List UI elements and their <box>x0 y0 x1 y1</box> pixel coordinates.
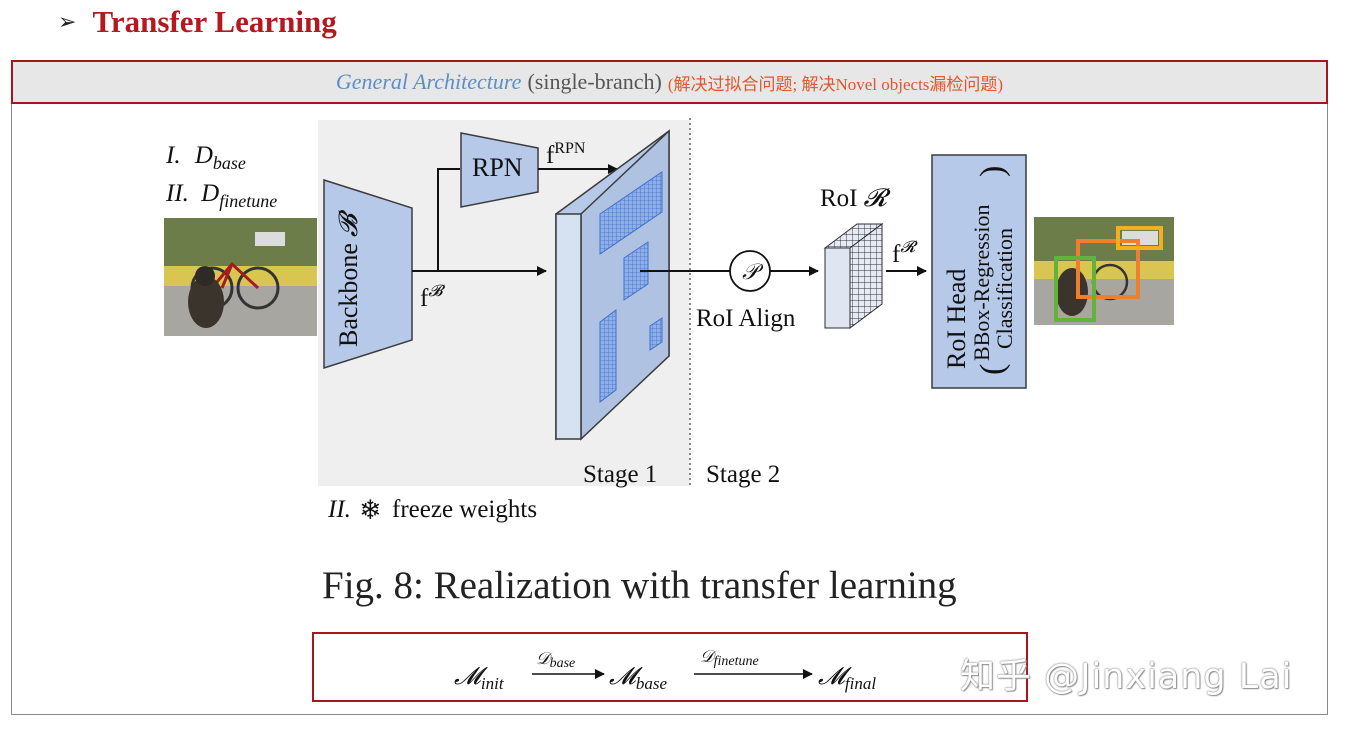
fRPN-label: fRPN <box>546 140 586 169</box>
content-panel <box>11 60 1328 715</box>
roi-feature-cube <box>823 223 884 329</box>
snowflake-icon: ❄ <box>359 495 382 526</box>
fR-label: f𝓡 <box>892 239 918 268</box>
photo-dog-bicycle-icon <box>164 218 317 336</box>
dataset-labels: I. Dbase II. Dfinetune <box>165 142 277 211</box>
watermark: 知乎 @Jinxiang Lai <box>960 657 1293 697</box>
backbone-block <box>323 178 413 370</box>
feature-map <box>555 129 670 441</box>
roi-head-title: RoI Head <box>942 269 971 369</box>
formula-arrow-base-label: 𝒟base <box>536 649 575 671</box>
stage2-label: Stage 2 <box>706 461 780 488</box>
bullet-arrow-icon: ➢ <box>58 9 77 35</box>
section-title: Transfer Learning <box>92 4 337 39</box>
freeze-label: freeze weights <box>392 496 537 523</box>
formula-box <box>312 632 1028 702</box>
banner-note: (解决过拟合问题; 解决Novel objects漏检问题) <box>667 74 1004 94</box>
roi-head-paren-close: ) <box>974 166 1011 177</box>
roi-head-block <box>931 154 1027 389</box>
roi-head-bbox: BBox-Regression <box>969 205 994 361</box>
architecture-banner: General Architecture (single-branch) (解决… <box>11 60 1328 104</box>
backbone-connections <box>412 168 547 276</box>
banner-branch: (single-branch) <box>527 69 662 94</box>
rpn-block <box>460 132 539 208</box>
dataset-finetune-label: II. Dfinetune <box>165 180 277 211</box>
photo-detections-icon <box>1034 217 1174 325</box>
fB-label: f𝓑 <box>420 283 445 312</box>
section-heading: ➢ Transfer Learning <box>58 2 337 42</box>
freeze-prefix: II. <box>327 496 351 523</box>
rpn-label: RPN <box>472 153 523 182</box>
banner-general: General Architecture <box>335 69 522 94</box>
roi-align-label: RoI Align <box>696 305 796 332</box>
dataset-base-label: I. Dbase <box>165 142 246 173</box>
formula-arrow-finetune-label: 𝒟finetune <box>700 647 759 669</box>
stage1-label: Stage 1 <box>583 461 657 488</box>
roi-head-paren-open: ( <box>974 364 1011 375</box>
roi-head-labels: RoI Head ( BBox-Regression Classificatio… <box>942 166 1017 375</box>
backbone-label: Backbone𝓑 <box>334 209 363 347</box>
figure-caption: Fig. 8: Realization with transfer learni… <box>322 564 957 607</box>
roi-head-class: Classification <box>992 228 1017 349</box>
